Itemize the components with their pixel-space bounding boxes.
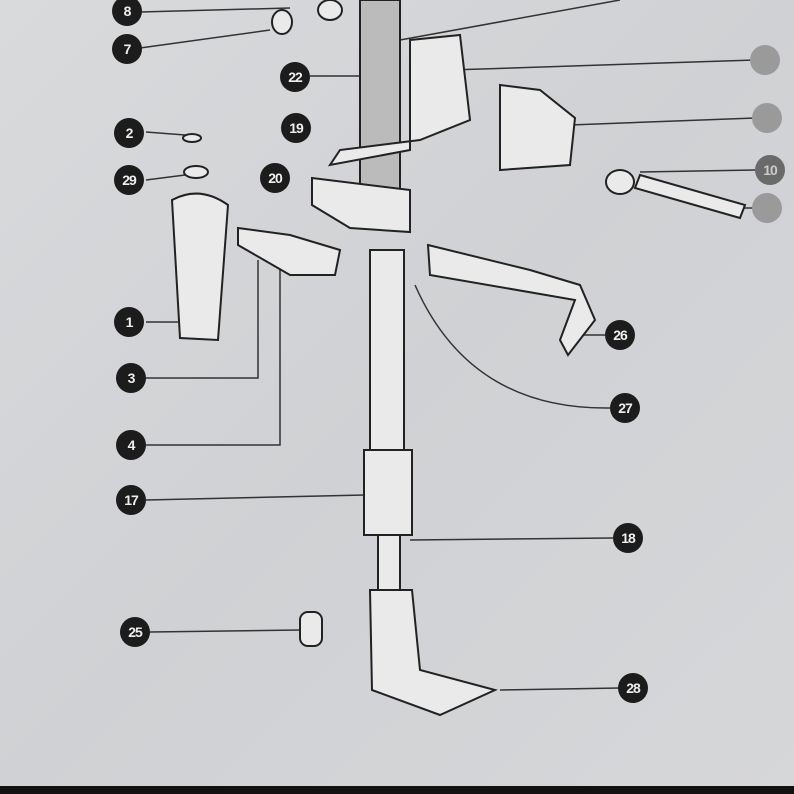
callout-8: 8 bbox=[112, 0, 142, 26]
callout-20: 20 bbox=[260, 163, 290, 193]
callout-29: 29 bbox=[114, 165, 144, 195]
callout-faded-1 bbox=[750, 45, 780, 75]
callout-22: 22 bbox=[280, 62, 310, 92]
callout-3: 3 bbox=[116, 363, 146, 393]
callout-7: 7 bbox=[112, 34, 142, 64]
callout-28: 28 bbox=[618, 673, 648, 703]
callout-10: 10 bbox=[755, 155, 785, 185]
callout-19: 19 bbox=[281, 113, 311, 143]
callout-26: 26 bbox=[605, 320, 635, 350]
callout-faded-3 bbox=[752, 193, 782, 223]
callout-faded-2 bbox=[752, 103, 782, 133]
callout-18: 18 bbox=[613, 523, 643, 553]
bottom-bar bbox=[0, 786, 794, 794]
callout-27: 27 bbox=[610, 393, 640, 423]
callout-4: 4 bbox=[116, 430, 146, 460]
callout-2: 2 bbox=[114, 118, 144, 148]
callout-25: 25 bbox=[120, 617, 150, 647]
callout-1: 1 bbox=[114, 307, 144, 337]
callout-17: 17 bbox=[116, 485, 146, 515]
